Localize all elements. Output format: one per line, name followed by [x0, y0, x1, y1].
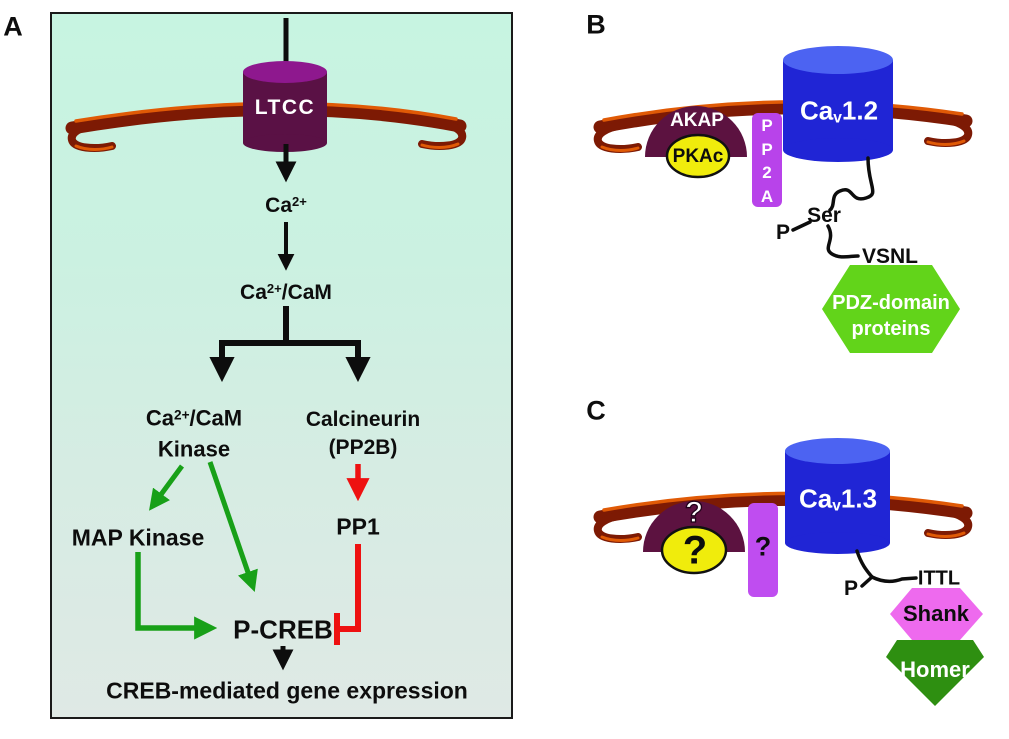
arrow-kinase-to-map — [149, 464, 185, 511]
pdz-line1: PDZ-domain — [832, 292, 950, 314]
panel-c-label: C — [586, 395, 606, 426]
pp2a-letter-3: 2 — [762, 163, 772, 182]
ck-post: /CaM — [189, 405, 243, 431]
homer-label: Homer — [900, 657, 970, 682]
cav12-channel-cylinder — [783, 46, 893, 162]
cacam-label: Ca2+/CaM — [240, 281, 332, 305]
calcineurin-label: Calcineurin (PP2B) — [306, 406, 420, 462]
cacam-kinase-line1: Ca2+/CaM — [146, 405, 242, 436]
cav13-sub: v — [832, 497, 841, 515]
linker-stem — [855, 549, 874, 579]
cav12-post: 1.2 — [841, 95, 879, 126]
pp2a-letter-4: A — [760, 186, 774, 206]
panel-b-label: B — [586, 9, 606, 40]
phosphate-label-b: P — [775, 221, 791, 244]
ca-sup: 2+ — [292, 194, 307, 210]
cav12-cterm-linker — [791, 156, 875, 259]
akap-label: AKAP — [670, 110, 724, 131]
panel-a-label: A — [3, 11, 23, 42]
cav13-pre: Ca — [798, 483, 833, 514]
cacam-kinase-label: Ca2+/CaM Kinase — [146, 405, 242, 464]
cacam-kinase-line2: Kinase — [157, 436, 231, 462]
ittl-label: ITTL — [917, 567, 961, 590]
pp1-label: PP1 — [336, 513, 380, 540]
cacam-post: /CaM — [281, 281, 332, 304]
ck-pre: Ca — [145, 405, 175, 431]
unknown-phosphatase-bar — [748, 503, 778, 597]
cav12-sub: v — [833, 109, 842, 127]
map-kinase-label: MAP Kinase — [71, 524, 205, 551]
phosphate-link — [791, 220, 812, 232]
phosphate-label-c: P — [843, 577, 859, 600]
unknown-kinase-label: ? — [682, 528, 708, 573]
cav12-label: Cav1.2 — [800, 96, 878, 127]
unknown-kinase-ellipse — [660, 525, 728, 575]
ca-label: Ca2+ — [265, 194, 307, 218]
linker-to-ser — [828, 156, 875, 212]
pp2a-letter-1: P — [761, 116, 773, 135]
arrow-kinase-to-pcreb — [207, 461, 258, 592]
pdz-hexagon — [822, 265, 960, 353]
ltcc-channel-cylinder — [243, 18, 327, 152]
cacam-sup: 2+ — [266, 281, 282, 297]
cav13-label: Cav1.3 — [799, 484, 877, 515]
ck-sup: 2+ — [174, 407, 190, 423]
cav12-pre: Ca — [799, 95, 834, 126]
inhibition-arrows-red — [334, 464, 370, 645]
pathway-arrows-black — [209, 144, 371, 671]
cav13-cterm-linker — [855, 549, 918, 588]
cav13-channel-cylinder — [785, 438, 890, 554]
shank-label: Shank — [902, 601, 970, 626]
pcreb-label: P-CREB — [233, 614, 333, 645]
ca-pre: Ca — [265, 194, 293, 217]
activation-arrows-green — [135, 461, 258, 640]
cacam-pre: Ca — [240, 281, 267, 304]
membrane-c — [593, 491, 973, 543]
branch-lines — [219, 306, 361, 346]
arrow-map-to-pcreb — [135, 552, 218, 640]
pdz-label: PDZ-domain proteins — [832, 290, 950, 342]
ltcc-label: LTCC — [254, 96, 316, 119]
linker-to-vsnl — [826, 224, 860, 259]
homer-pentagon — [886, 640, 984, 706]
calcineurin-line2: (PP2B) — [328, 436, 398, 459]
calcineurin-line1: Calcineurin — [305, 408, 421, 431]
pp2a-bar — [752, 113, 782, 207]
pdz-line2: proteins — [851, 318, 931, 340]
pp2a-letter-2: P — [761, 139, 773, 159]
vsnl-label: VSNL — [861, 245, 919, 268]
ser-label: Ser — [807, 204, 841, 227]
unknown-dome-label: ? — [684, 495, 704, 529]
gene-expression-label: CREB-mediated gene expression — [106, 677, 468, 704]
linker-to-ittl — [870, 575, 918, 584]
pkac-label: PKAc — [672, 146, 724, 167]
cav13-post: 1.3 — [840, 483, 878, 514]
shank-hexagon — [890, 588, 983, 640]
phosphate-branch — [860, 575, 874, 588]
pkac-ellipse — [665, 133, 731, 179]
unknown-phosphatase-label: ? — [754, 531, 772, 562]
pp2a-label: P P 2 A — [761, 114, 773, 208]
pp1-inhibit-elbow — [340, 544, 361, 632]
membrane-b — [593, 100, 973, 153]
